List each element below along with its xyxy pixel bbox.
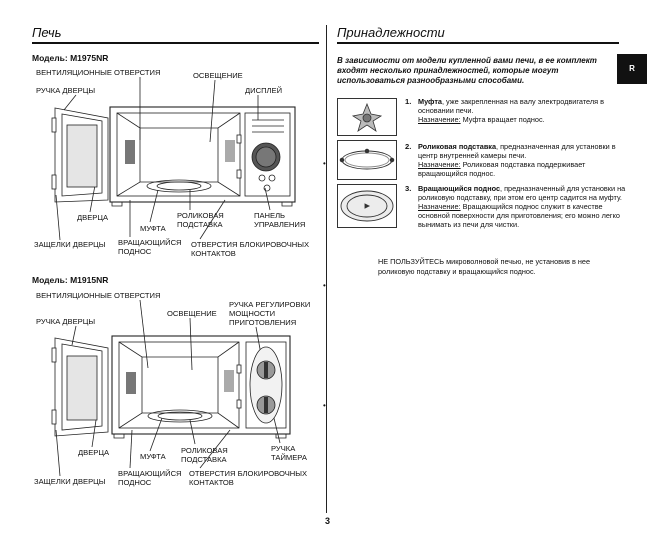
item-3-purpose: Вращающийся поднос служит в качестве осн…: [418, 202, 620, 229]
label-door-handle: РУЧКА ДВЕРЦЫ: [36, 86, 96, 95]
label-turntable-1: ВРАЩАЮЩИЙСЯ: [118, 469, 182, 478]
label-interlock-1: ОТВЕРСТИЯ БЛОКИРОВОЧНЫХ: [191, 240, 310, 249]
label-timer-knob-1: РУЧКА: [271, 444, 296, 453]
label-door-latches: ЗАЩЕЛКИ ДВЕРЦЫ: [34, 477, 106, 486]
label-light: ОСВЕЩЕНИЕ: [193, 71, 243, 80]
language-tab: R: [617, 54, 647, 84]
item-2-name: Роликовая подставка: [418, 142, 497, 151]
label-interlock-2: КОНТАКТОВ: [189, 478, 234, 487]
label-door-handle: РУЧКА ДВЕРЦЫ: [36, 317, 96, 326]
item-3-desc: , предназначенный для установки на ролик…: [418, 184, 626, 202]
label-roller-ring-1: РОЛИКОВАЯ: [181, 446, 228, 455]
label-vents: ВЕНТИЛЯЦИОННЫЕ ОТВЕРСТИЯ: [36, 68, 161, 77]
label-light: ОСВЕЩЕНИЕ: [167, 309, 217, 318]
label-control-panel-1: ПАНЕЛЬ: [254, 211, 286, 220]
label-power-knob-2: МОЩНОСТИ: [229, 309, 276, 318]
turntable-icon: [340, 190, 394, 222]
item-1-name: Муфта: [418, 97, 442, 106]
item-2-number: 2.: [405, 142, 412, 151]
section-title-accessories-text: Принадлежности: [337, 25, 445, 40]
label-coupler: МУФТА: [140, 452, 166, 461]
label-coupler: МУФТА: [140, 224, 166, 233]
margin-dot: •: [323, 281, 326, 290]
item-1-purpose: Муфта вращает поднос.: [462, 115, 545, 124]
item-3-purpose-label: Назначение:: [418, 202, 461, 211]
label-roller-ring-2: ПОДСТАВКА: [177, 220, 223, 229]
item-2-desc: , предназначенная для установки в центр …: [418, 142, 616, 160]
label-roller-ring-1: РОЛИКОВАЯ: [177, 211, 224, 220]
item-1-description: Муфта, уже закрепленная на валу электрод…: [418, 97, 631, 124]
label-timer-knob-2: ТАЙМЕРА: [271, 453, 307, 462]
label-roller-ring-2: ПОДСТАВКА: [181, 455, 227, 464]
page-number: 3: [325, 516, 331, 526]
accessories-intro: В зависимости от модели купленной вами п…: [337, 56, 597, 85]
margin-dot: •: [323, 401, 326, 410]
roller-ring-icon: [339, 148, 395, 170]
model-1-title: Модель: M1975NR: [32, 53, 109, 63]
section-title-oven: Печь: [32, 25, 319, 44]
margin-dot: •: [323, 159, 326, 168]
item-2-purpose: Роликовая подставка поддерживает вращающ…: [418, 160, 586, 178]
warning-note: НЕ ПОЛЬЗУЙТЕСЬ микроволновой печью, не у…: [378, 257, 591, 276]
label-door-latches: ЗАЩЕЛКИ ДВЕРЦЫ: [34, 240, 106, 249]
model-2-title: Модель: M1915NR: [32, 275, 109, 285]
label-vents: ВЕНТИЛЯЦИОННЫЕ ОТВЕРСТИЯ: [36, 291, 161, 300]
item-1-purpose-label: Назначение:: [418, 115, 461, 124]
label-turntable-2: ПОДНОС: [118, 247, 152, 256]
item-1-desc: , уже закрепленная на валу электродвигат…: [418, 97, 604, 115]
item-3-name: Вращающийся поднос: [418, 184, 501, 193]
turntable-image: [337, 184, 397, 228]
item-2-description: Роликовая подставка, предназначенная для…: [418, 142, 631, 178]
label-door: ДВЕРЦА: [78, 448, 110, 457]
item-1-number: 1.: [405, 97, 412, 106]
label-turntable-2: ПОДНОС: [118, 478, 152, 487]
label-interlock-2: КОНТАКТОВ: [191, 249, 236, 258]
label-door: ДВЕРЦА: [77, 213, 109, 222]
label-turntable-1: ВРАЩАЮЩИЙСЯ: [118, 238, 182, 247]
label-interlock-1: ОТВЕРСТИЯ БЛОКИРОВОЧНЫХ: [189, 469, 308, 478]
label-display: ДИСПЛЕЙ: [245, 86, 283, 95]
column-divider: [326, 25, 327, 513]
coupler-image: [337, 98, 397, 136]
item-2-purpose-label: Назначение:: [418, 160, 461, 169]
item-3-description: Вращающийся поднос, предназначенный для …: [418, 184, 631, 229]
label-control-panel-2: УПРАВЛЕНИЯ: [254, 220, 306, 229]
item-3-number: 3.: [405, 184, 412, 193]
coupler-icon: [351, 102, 383, 132]
label-power-knob-1: РУЧКА РЕГУЛИРОВКИ: [229, 300, 311, 309]
roller-ring-image: [337, 140, 397, 180]
label-power-knob-3: ПРИГОТОВЛЕНИЯ: [229, 318, 297, 327]
section-title-oven-text: Печь: [32, 25, 62, 40]
section-title-accessories: Принадлежности: [337, 25, 619, 44]
